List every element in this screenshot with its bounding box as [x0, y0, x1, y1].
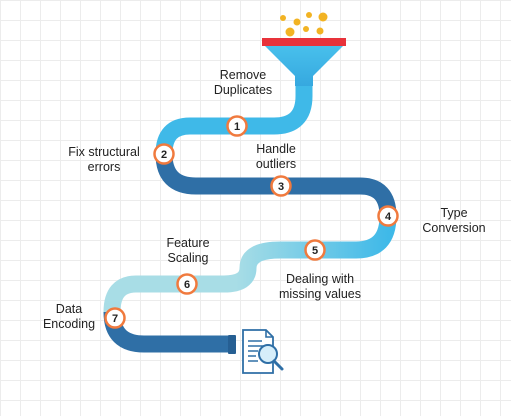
- step-6-marker-ring: [176, 273, 198, 295]
- step-2-marker: 2: [153, 143, 175, 165]
- step-7-label: Data Encoding: [36, 302, 102, 332]
- step-2-marker-ring: [153, 143, 175, 165]
- step-3-number: 3: [278, 181, 284, 193]
- step-1-label: Remove Duplicates: [203, 68, 283, 98]
- step-3-marker-ring: [270, 175, 292, 197]
- step-6-marker: 6: [176, 273, 198, 295]
- step-7-marker: 7: [104, 307, 126, 329]
- step-5-label-line2: missing values: [279, 287, 361, 301]
- step-7-label-line1: Data: [55, 302, 83, 316]
- pipe-segment-light-middle: [103, 215, 397, 313]
- step-7-marker-ring: [104, 307, 126, 329]
- step-6-number: 6: [184, 279, 190, 291]
- funnel-particles: [280, 12, 328, 37]
- step-4-label-line2: Conversion: [422, 221, 486, 235]
- step-2-number: 2: [161, 149, 167, 161]
- step-3-label: Handle outliers: [240, 142, 312, 172]
- pipe-end-cap: [228, 335, 236, 354]
- step-1-marker-ring: [226, 115, 248, 137]
- step-markers: 1 2 3 4 5 6 7: [104, 115, 399, 329]
- step-5-number: 5: [312, 245, 318, 257]
- step-1-marker: 1: [226, 115, 248, 137]
- pipe-segment-dark-lower: [103, 311, 232, 353]
- step-6-label-line1: Feature: [166, 236, 210, 250]
- step-5-label-line1: Dealing with: [285, 272, 355, 286]
- step-4-number: 4: [385, 211, 392, 223]
- step-7-number: 7: [112, 313, 118, 325]
- step-4-marker: 4: [377, 205, 399, 227]
- step-5-label: Dealing with missing values: [268, 272, 372, 302]
- step-2-label: Fix structural errors: [58, 145, 150, 175]
- step-1-label-line2: Duplicates: [213, 83, 273, 97]
- step-3-label-line2: outliers: [255, 157, 297, 171]
- step-3-marker: 3: [270, 175, 292, 197]
- step-2-label-line2: errors: [87, 160, 121, 174]
- document-magnifier-icon: [242, 329, 284, 374]
- step-6-label: Feature Scaling: [154, 236, 222, 266]
- step-4-label: Type Conversion: [414, 206, 494, 236]
- pipe: [103, 66, 397, 353]
- step-5-marker-ring: [304, 239, 326, 261]
- step-6-label-line2: Scaling: [167, 251, 209, 265]
- step-3-label-line1: Handle: [256, 142, 296, 156]
- step-1-label-line1: Remove: [219, 68, 267, 82]
- step-7-label-line2: Encoding: [42, 317, 96, 331]
- step-4-label-line1: Type: [440, 206, 468, 220]
- funnel-icon: [262, 38, 346, 86]
- step-1-number: 1: [234, 121, 240, 133]
- step-2-label-line1: Fix structural: [68, 145, 140, 159]
- step-4-marker-ring: [377, 205, 399, 227]
- step-5-marker: 5: [304, 239, 326, 261]
